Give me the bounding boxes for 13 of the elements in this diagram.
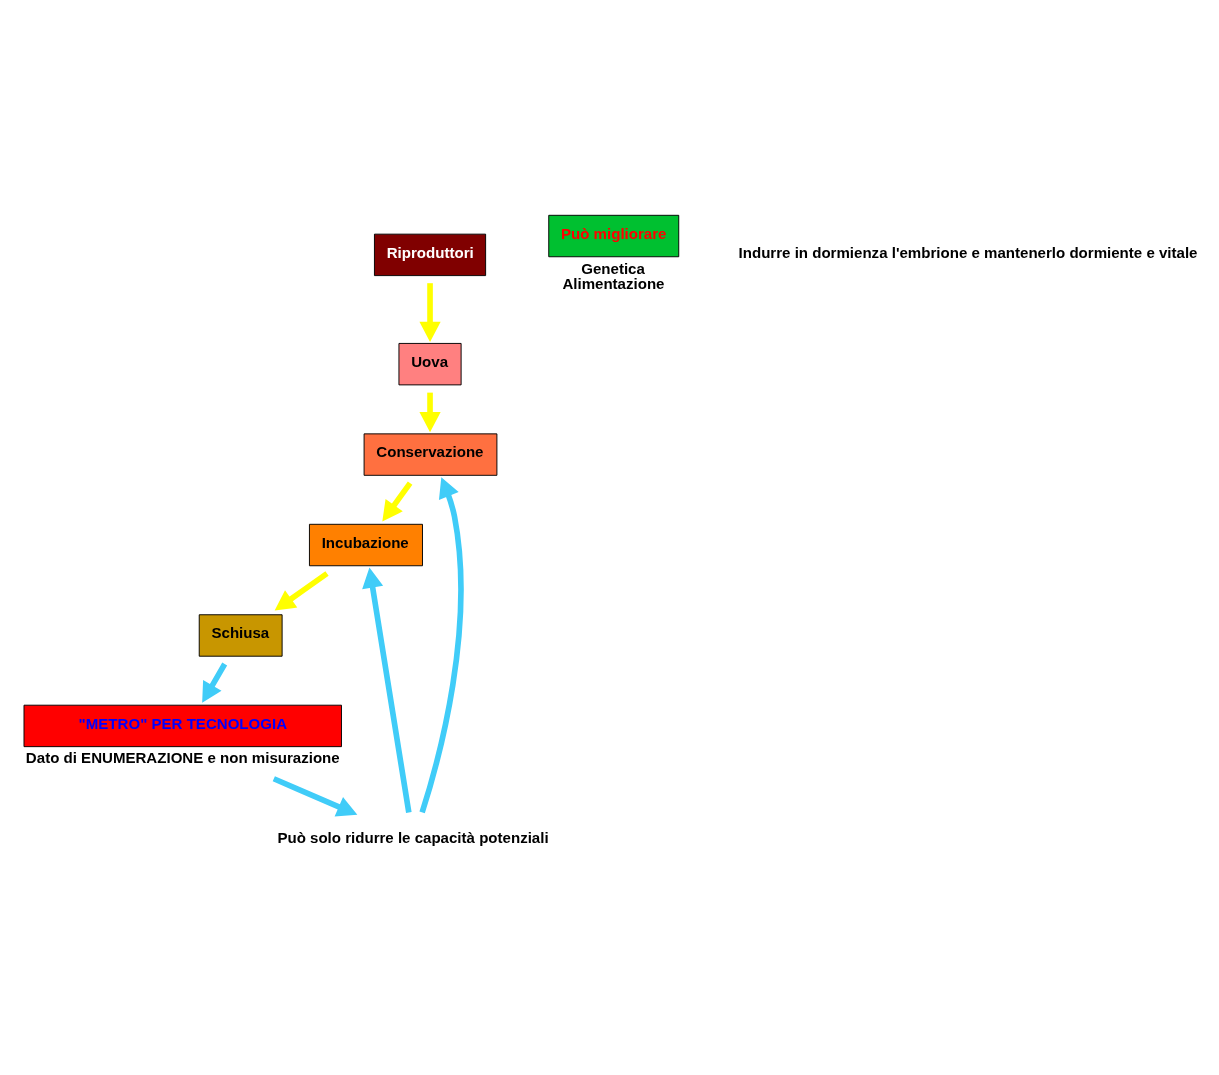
label: Indurre in dormienza l'embrione e mantenerlo dormiente e vitale (738, 243, 1198, 261)
arrow (419, 477, 464, 814)
node-label: Dato di ENUMERAZIONE e non misurazione (25, 749, 340, 767)
node-text: Può solo ridurre le capacità potenziali (277, 828, 549, 846)
node-label: Genetica (581, 259, 645, 277)
arrow (362, 567, 412, 813)
arrow (419, 283, 441, 342)
node-label: Alimentazione (562, 274, 665, 292)
arrow (419, 392, 441, 433)
arrow (382, 481, 413, 522)
arrow (272, 776, 358, 817)
arrow (202, 662, 228, 703)
arrow (274, 571, 329, 611)
